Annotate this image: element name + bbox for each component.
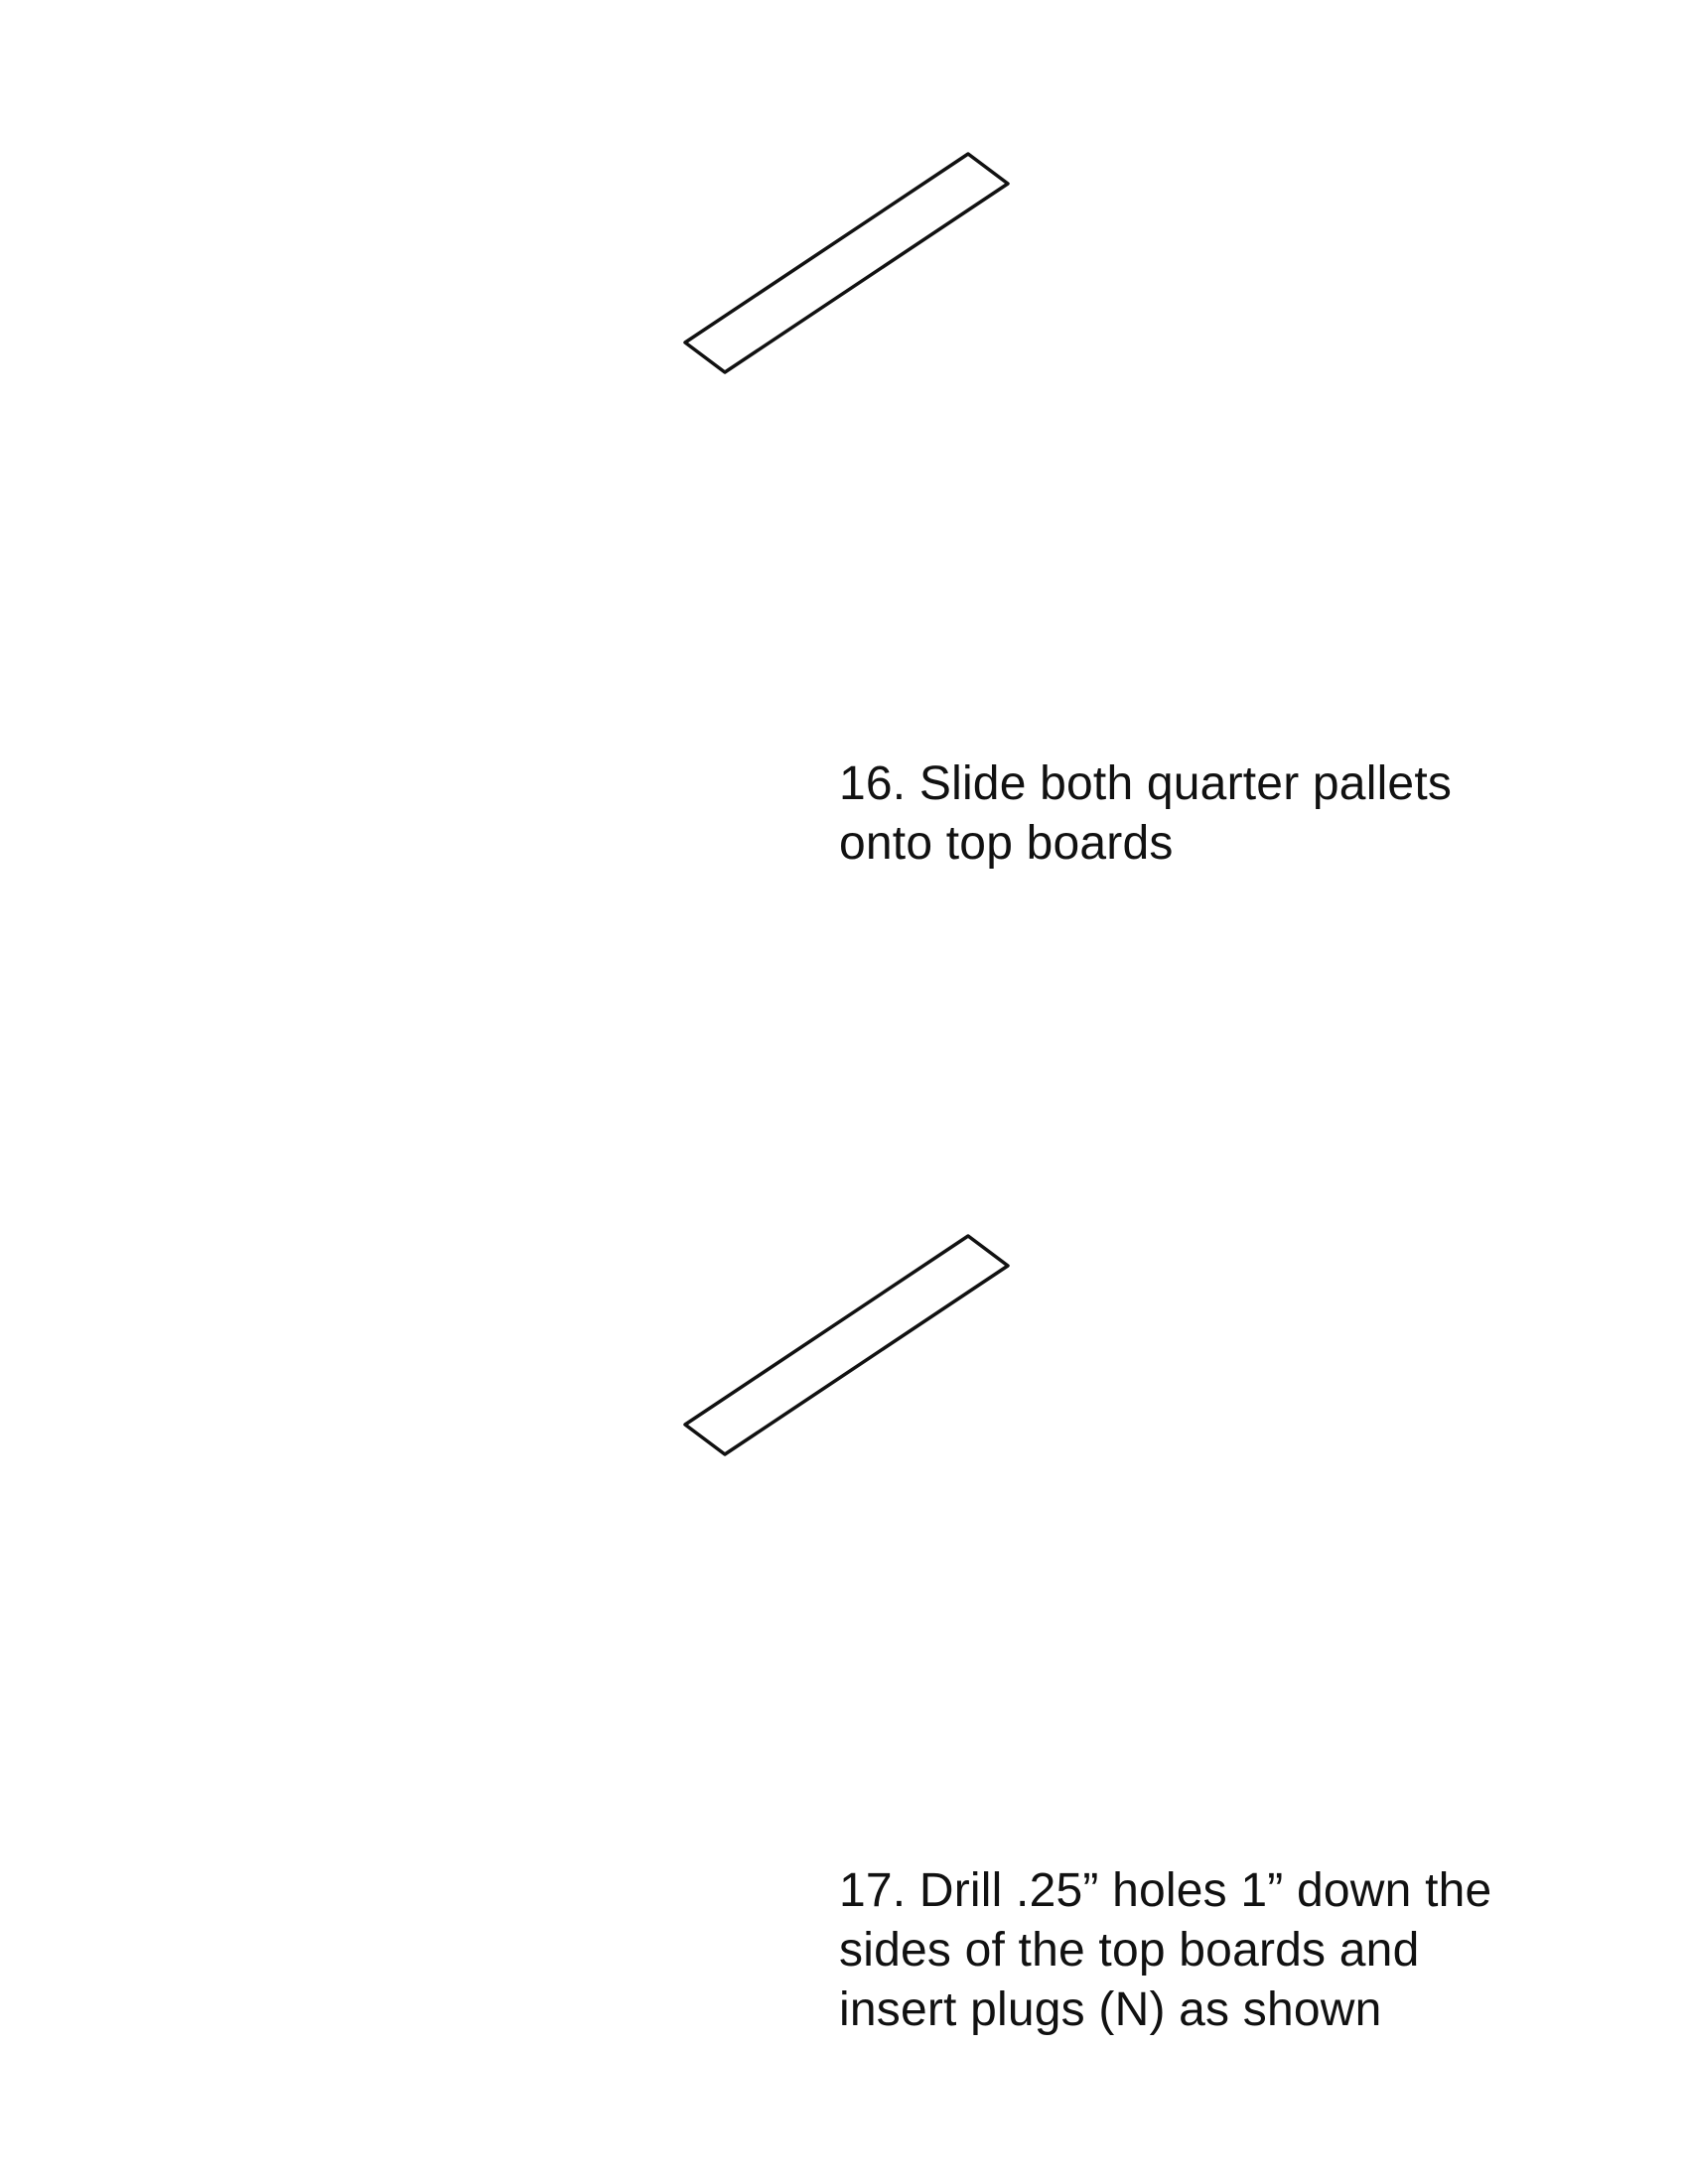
- step-caption: 17. Drill .25” holes 1” down the sides o…: [839, 1861, 1491, 2040]
- rear-rail-1: [683, 152, 1010, 374]
- step-17: 17. Drill .25” holes 1” down the sides o…: [0, 1082, 1688, 2154]
- caption-line: 17. Drill .25” holes 1” down the: [839, 1864, 1492, 1917]
- caption-line: sides of the top boards and: [839, 1924, 1420, 1977]
- cart-illustration: [683, 152, 1010, 374]
- cart-illustration: [683, 1234, 1010, 1456]
- step-16: 16. Slide both quarter pallets onto top …: [0, 0, 1688, 1072]
- caption-line: insert plugs (N) as shown: [839, 1983, 1382, 2036]
- step-caption: 16. Slide both quarter pallets onto top …: [839, 754, 1452, 874]
- rear-rail-1: [683, 1234, 1010, 1456]
- caption-line: onto top boards: [839, 817, 1174, 870]
- caption-line: 16. Slide both quarter pallets: [839, 757, 1453, 810]
